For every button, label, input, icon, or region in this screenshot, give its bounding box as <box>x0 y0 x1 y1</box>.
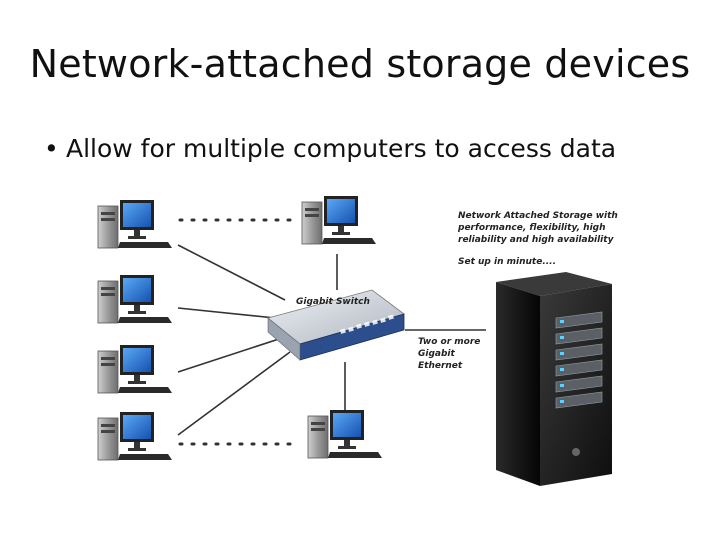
bullet-symbol: • <box>44 134 59 163</box>
bullet-text: Allow for multiple computers to access d… <box>66 134 617 163</box>
computer-icon <box>97 199 173 249</box>
setup-caption: Set up in minute.... <box>458 257 556 267</box>
computer-icon <box>301 195 377 245</box>
slide-title: Network-attached storage devices <box>29 42 691 86</box>
bullet-item: •Allow for multiple computers to access … <box>44 134 616 163</box>
link-pc2 <box>177 307 276 319</box>
computer-icon <box>97 344 173 394</box>
nas-caption-line-3: reliability and high availability <box>458 235 615 245</box>
link-pc3 <box>177 337 283 373</box>
ethernet-label-line-1: Two or more <box>418 337 480 347</box>
nas-caption-line-1: Network Attached Storage with <box>458 211 618 221</box>
ethernet-label-line-2: Gigabit <box>418 349 456 359</box>
gigabit-switch-icon <box>267 289 405 361</box>
link-pc1 <box>177 244 286 301</box>
computer-icon <box>307 409 383 459</box>
link-pc4 <box>177 351 291 436</box>
nas-caption-line-2: performance, flexibility, high <box>457 223 606 233</box>
ethernet-label-line-3: Ethernet <box>418 361 463 371</box>
switch-label: Gigabit Switch <box>296 297 370 307</box>
nas-server-icon <box>496 272 612 486</box>
computer-icon <box>97 274 173 324</box>
computer-icon <box>97 411 173 461</box>
